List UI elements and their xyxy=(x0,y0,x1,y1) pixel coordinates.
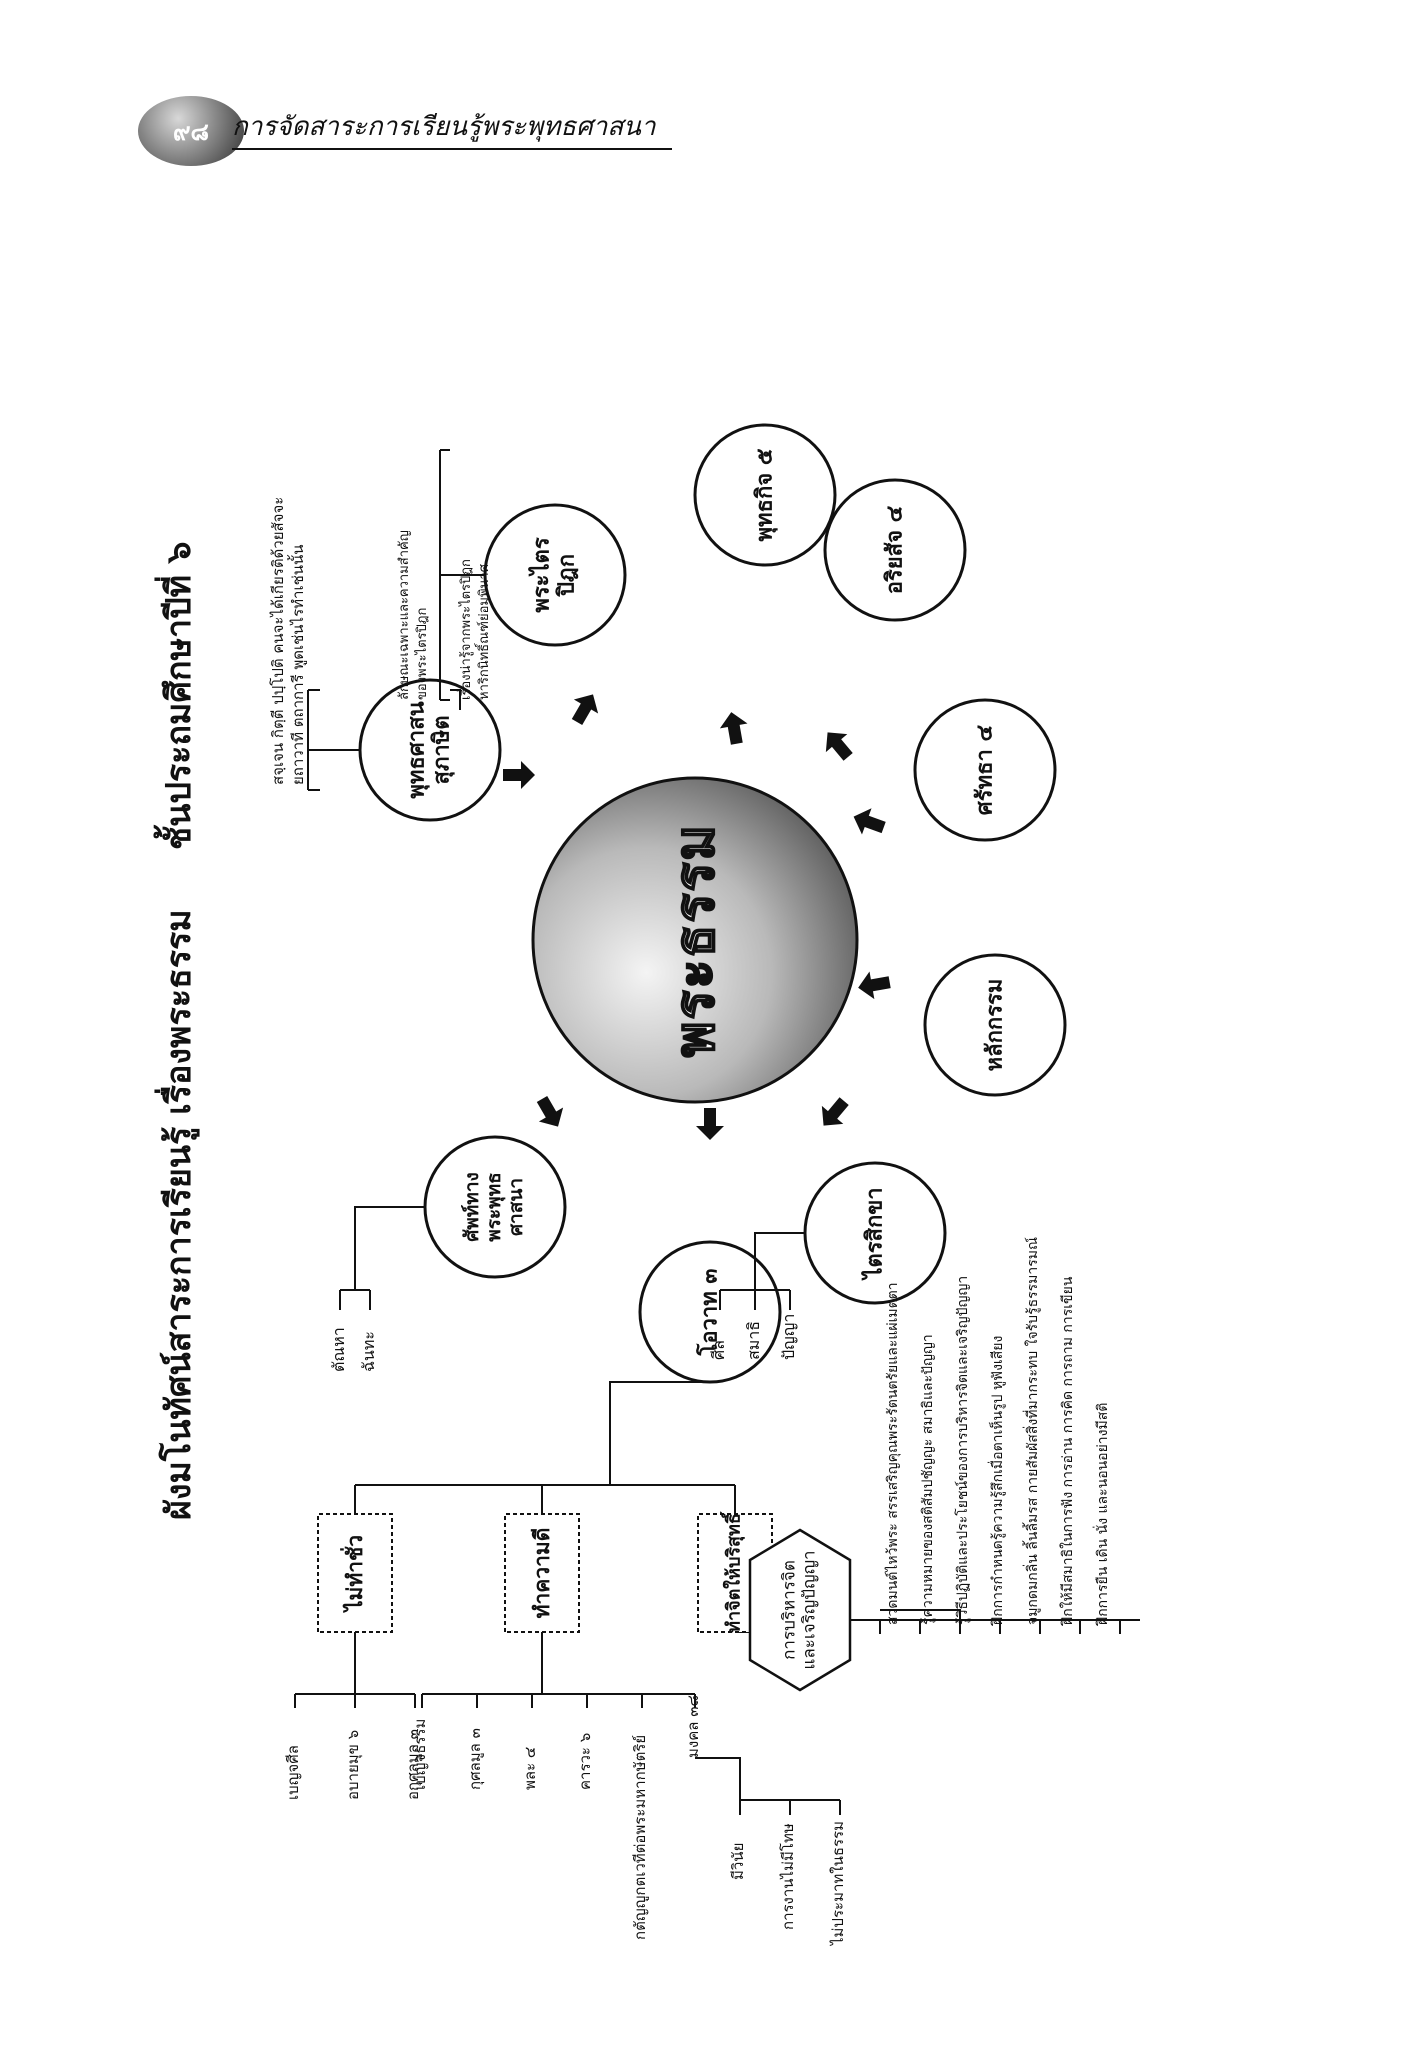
tripitaka-item: หาริกนิทธิ์ณฑ์ย่อมพินาศ xyxy=(477,564,492,700)
concept-map-lines xyxy=(294,423,1140,1815)
header-rule xyxy=(232,148,672,150)
concept-map: ผังมโนทัศน์สาระการเรียนรู้ เรื่องพระธรรม… xyxy=(140,210,1290,1990)
hexagon-item: ฝึกการกำหนดรู้ความรู้สึกเมื่อตาเห็นรูป ห… xyxy=(990,1335,1006,1625)
hexagon-item: รู้ความหมายของสติสัมปชัญญะ สมาธิและปัญญา xyxy=(920,1334,936,1625)
circle-label-trisikkha: ไตรสิกขา xyxy=(862,1187,888,1279)
hexagon-item: ฝึกให้มีสมาธิในการฟัง การอ่าน การคิด การ… xyxy=(1060,1276,1076,1625)
circle-label-ariyasat: อริยสัจ ๔ xyxy=(882,505,908,595)
hexagon-label: การบริหารจิต และเจริญปัญญา xyxy=(779,1550,819,1670)
tripitaka-item: ลักษณะเฉพาะและความสำคัญ xyxy=(397,530,412,700)
arrow-karma xyxy=(858,971,891,1000)
suphasit-item: ยถาวาที ตถาการี พูดเช่นไรทำเช่นนั้น xyxy=(289,544,307,785)
arrow-ovada xyxy=(696,1108,724,1140)
suphasit-item: สจฺเจน กิตฺตี ปปฺโปติ คนจะได้เกียรติด้วย… xyxy=(269,496,287,785)
branch-item: เบญจศีล xyxy=(284,1745,302,1800)
sap-item: ตัณหา xyxy=(329,1327,348,1372)
arrow-tripitaka xyxy=(571,694,599,726)
mongkhon-item: มีวินัย xyxy=(729,1842,747,1880)
circle-label-sap: ศัพท์ทาง พระพุทธ ศาสนา xyxy=(461,1172,527,1242)
hexagon-item: ฝึกการยืน เดิน นั่ง และนอนอย่างมีสติ xyxy=(1095,1402,1111,1625)
hexagon-item: จมูกดมกลิ่น ลิ้นลิ้มรส กายสัมผัสสิ่งที่ม… xyxy=(1025,1237,1041,1625)
circle-label-tripitaka: พระไตร ปิฎก xyxy=(529,537,580,613)
branch-item: อบายมุข ๖ xyxy=(344,1729,362,1800)
circle-label-suphasit: พุทธศาสน สุภาษิต xyxy=(404,701,455,799)
branch-item: พละ ๔ xyxy=(521,1746,539,1790)
hexagon-item: รู้วิธีปฏิบัติและประโยชน์ของการบริหารจิต… xyxy=(955,1275,971,1625)
page-number: ๙๘ xyxy=(172,116,210,146)
sap-item: ฉันทะ xyxy=(359,1331,378,1372)
trisikkha-item: ศีล xyxy=(709,1340,728,1360)
arrow-suphasit xyxy=(503,761,535,789)
branch-tham-khwam-di: ทำความดี xyxy=(529,1527,554,1619)
branch-mai-tham-chua: ไม่ทำชั่ว xyxy=(342,1534,367,1612)
branch-item: กตัญญูกตเวทีต่อพระมหากษัตริย์ xyxy=(631,1734,649,1940)
concept-map-stage: ผังมโนทัศน์สาระการเรียนรู้ เรื่องพระธรรม… xyxy=(140,210,1290,1990)
hexagon-item: สวดมนต์ไหว้พระ สรรเสริญคุณพระรัตนตรัยและ… xyxy=(885,1282,901,1625)
arrow-trisikkha xyxy=(821,1097,849,1126)
circle-label-saddha: ศรัทธา ๔ xyxy=(972,724,998,816)
branch-item: กุศลมูล ๓ xyxy=(466,1728,484,1790)
box-tham-khwam-di xyxy=(504,1513,580,1633)
circle-karma xyxy=(923,953,1067,1097)
circle-buddhakij xyxy=(693,423,837,567)
diagram-subtitle: ชั้นประถมศึกษาปีที่ ๖ xyxy=(159,541,199,850)
circle-label-karma: หลักกรรม xyxy=(982,978,1008,1072)
circle-label-buddhakij: พุทธกิจ ๕ xyxy=(752,448,778,542)
box-mai-tham-chua xyxy=(317,1513,393,1633)
branch-item: มงคล ๓๘ xyxy=(684,1694,702,1758)
running-title: การจัดสาระการเรียนรู้พระพุทธศาสนา xyxy=(232,112,656,142)
arrow-buddhakij xyxy=(719,712,748,745)
diagram-title: ผังมโนทัศน์สาระการเรียนรู้ เรื่องพระธรรม xyxy=(159,909,199,1520)
arrow-ariyasat xyxy=(825,732,853,761)
trisikkha-item: สมาธิ xyxy=(744,1320,763,1360)
page-number-badge: ๙๘ xyxy=(138,96,244,166)
mongkhon-item: ไม่ประมาทในธรรม xyxy=(829,1821,847,1945)
tripitaka-item: เรื่องน่ารู้จากพระไตรปิฎก xyxy=(459,559,474,700)
arrow-saddha xyxy=(853,808,886,835)
hexagon-bariharn-jit xyxy=(748,1528,852,1692)
tripitaka-item: ของพระไตรปิฎก xyxy=(415,607,430,700)
branch-item: เบญจธรรม xyxy=(411,1718,429,1790)
branch-tham-jit: ทำจิตให้บริสุทธิ์ xyxy=(723,1513,745,1633)
center-sphere xyxy=(531,776,859,1104)
branch-item: คารวะ ๖ xyxy=(576,1732,594,1790)
circle-ariyasat xyxy=(823,478,967,622)
center-label: พระธรรม xyxy=(662,822,727,1058)
arrow-sap xyxy=(536,1095,564,1127)
mongkhon-item: การงานไม่มีโทษ xyxy=(779,1823,797,1930)
trisikkha-item: ปัญญา xyxy=(779,1313,798,1360)
circle-saddha xyxy=(913,698,1057,842)
